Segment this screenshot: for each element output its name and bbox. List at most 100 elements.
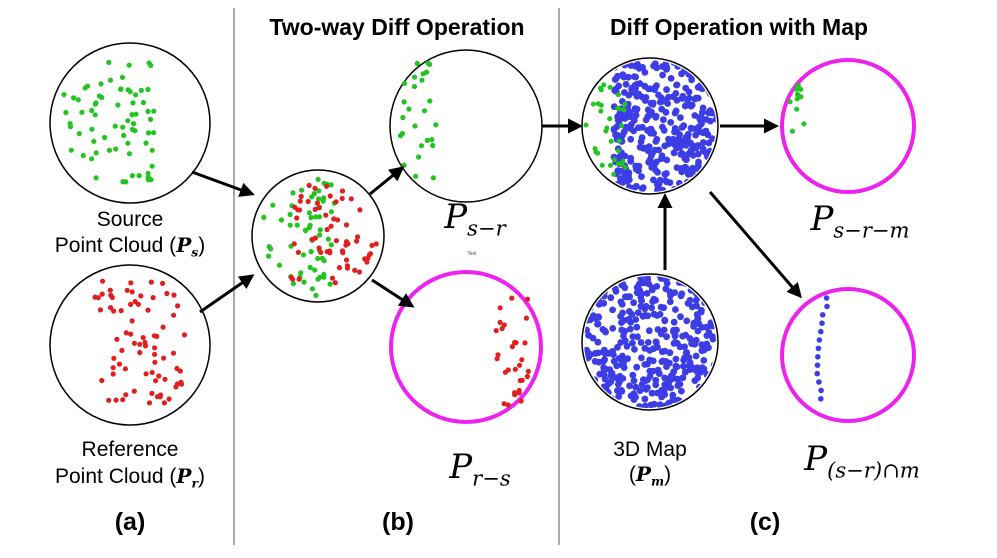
combined-red-point xyxy=(357,207,363,213)
prs-point xyxy=(497,319,503,325)
map-point xyxy=(584,292,589,299)
reference-points xyxy=(92,278,188,406)
diff-map-blue-point xyxy=(651,146,659,154)
diff-map-blue-point xyxy=(663,65,670,73)
source-point xyxy=(145,86,151,93)
combined-red-point xyxy=(343,222,350,228)
pint-point xyxy=(815,354,821,360)
combined-red-point xyxy=(327,193,333,199)
diff-map-blue-point xyxy=(712,176,716,183)
map-point xyxy=(608,369,616,377)
combined-red-point xyxy=(297,198,303,204)
psr-label: Ps−r xyxy=(405,197,545,241)
source-point xyxy=(82,85,88,91)
diff-map-blue-point xyxy=(706,183,713,191)
reference-point xyxy=(171,292,177,298)
prs-point xyxy=(509,344,515,350)
map-point xyxy=(601,327,609,335)
map-point xyxy=(700,346,708,354)
map-point xyxy=(690,399,697,407)
map-symbol-sub: m xyxy=(650,473,665,489)
combined-green-point xyxy=(302,227,308,233)
diff-map-blue-point xyxy=(683,156,690,164)
source-symbol-letter: P xyxy=(176,233,192,257)
map-point xyxy=(609,306,616,314)
combined-green-point xyxy=(312,267,318,273)
diff-map-blue-point xyxy=(613,122,621,130)
prs-point xyxy=(516,390,522,396)
diff-map-blue-point xyxy=(699,139,707,146)
map-point xyxy=(663,363,670,370)
psrm-point xyxy=(787,99,793,105)
source-point xyxy=(136,173,142,179)
map-point xyxy=(630,377,638,385)
diff-map-blue-point xyxy=(688,125,696,132)
combined-green-point xyxy=(308,249,314,255)
map-point xyxy=(672,355,680,363)
reference-point xyxy=(128,331,134,337)
combined-green-point xyxy=(316,188,322,194)
combined-red-point xyxy=(314,200,320,206)
psr-point xyxy=(406,106,412,112)
psr-point xyxy=(430,175,436,181)
diff-map-green-point xyxy=(598,102,604,108)
diff-map-blue-point xyxy=(677,137,685,145)
diff-map-blue-point xyxy=(661,142,669,150)
map-point xyxy=(710,294,716,302)
map-point xyxy=(677,313,684,321)
diff-map-blue-point xyxy=(633,92,641,100)
map-point xyxy=(663,279,671,287)
psr-points xyxy=(397,60,439,181)
map-point xyxy=(692,399,700,407)
psrm-sub: s−r−m xyxy=(833,217,910,243)
map-point xyxy=(686,296,694,304)
combined-green-point xyxy=(316,214,323,220)
source-label-text: Point Cloud ( xyxy=(54,234,177,257)
diff-map-blue-point xyxy=(615,153,623,161)
diff-map-blue-point xyxy=(638,185,646,192)
map-point xyxy=(609,351,617,358)
diff-map-green-point xyxy=(607,116,613,122)
map-label-line2: (Pm) xyxy=(590,463,710,489)
map-point xyxy=(638,290,646,298)
source-point xyxy=(147,116,154,122)
map-point xyxy=(596,393,604,400)
combined-red-point xyxy=(296,276,302,282)
reference-point xyxy=(160,280,166,286)
combined-green-point xyxy=(298,270,304,276)
map-point xyxy=(712,369,716,376)
combined-red-point xyxy=(292,204,298,210)
diff-map-green-point xyxy=(590,101,596,107)
psrm-point xyxy=(801,121,807,127)
map-point xyxy=(614,343,621,351)
psr-point xyxy=(420,71,426,77)
map-point xyxy=(663,333,670,341)
diff-map-blue-point xyxy=(684,130,692,138)
combined-red-point xyxy=(312,185,318,191)
combined-green-point xyxy=(290,190,296,196)
map-point xyxy=(632,393,639,401)
reference-label-line2: Point Cloud (Pr) xyxy=(18,465,242,491)
diff-map-blue-point xyxy=(660,116,667,124)
map-point xyxy=(620,358,628,365)
pint-point xyxy=(818,328,824,335)
diff-map-blue-point xyxy=(671,128,678,136)
psr-point xyxy=(414,60,420,67)
map-point xyxy=(603,276,611,280)
combined-green-point xyxy=(307,222,313,228)
psr-point xyxy=(421,108,428,114)
source-point xyxy=(121,132,127,138)
combined-green-point xyxy=(321,274,327,280)
map-point xyxy=(656,310,664,318)
prs-point xyxy=(512,366,518,372)
map-point xyxy=(616,372,624,380)
map-point xyxy=(596,370,604,378)
diff-map-blue-point xyxy=(658,152,666,160)
psrm-point xyxy=(798,86,804,92)
map-point xyxy=(694,327,702,335)
source-point xyxy=(146,60,152,66)
map-point xyxy=(630,299,637,307)
map-point xyxy=(601,350,609,357)
source-point xyxy=(106,59,112,65)
